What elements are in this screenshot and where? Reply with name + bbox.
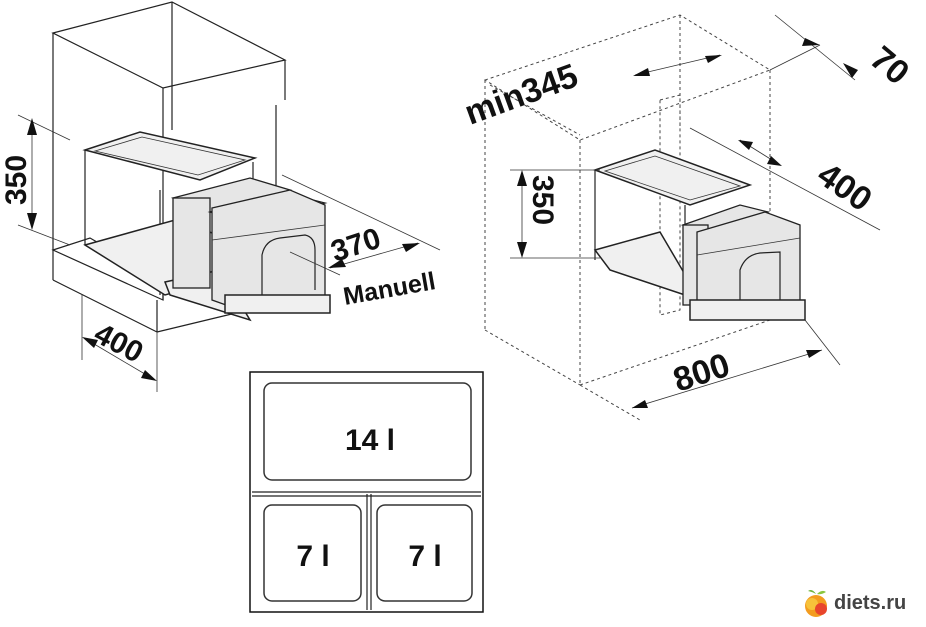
mode-label: Manuell <box>341 267 438 311</box>
watermark-text: diets.ru <box>834 591 907 614</box>
large-bin-volume: 14 l <box>345 424 395 457</box>
apple-logo-icon <box>805 590 827 617</box>
right-depth-label: 400 <box>810 155 878 219</box>
right-cabinet-drawing <box>483 14 881 421</box>
top-plan-view <box>249 371 484 613</box>
cabinet-width-label: 800 <box>669 346 735 400</box>
offset-label: 70 <box>863 39 916 92</box>
small-bin-left-volume: 7 l <box>296 540 329 573</box>
left-width-label: 400 <box>89 317 149 370</box>
left-height-label: 350 <box>0 155 33 205</box>
left-cabinet-drawing <box>17 1 441 392</box>
left-depth-label: 370 <box>327 222 385 269</box>
small-bin-right-volume: 7 l <box>408 540 441 573</box>
right-height-label: 350 <box>526 175 559 225</box>
watermark: diets.ru <box>802 588 906 618</box>
